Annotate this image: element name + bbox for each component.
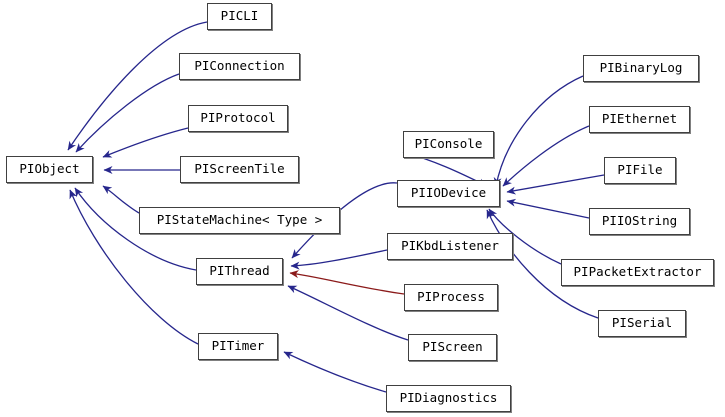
edge-pitimer-to-piobject <box>69 189 199 345</box>
class-node-label: PIKbdListener <box>401 238 499 254</box>
class-node-pidiagnostics[interactable]: PIDiagnostics <box>386 385 511 412</box>
class-node-picli[interactable]: PICLI <box>207 3 272 30</box>
edge-pidiagnostics-to-pitimer <box>283 351 387 393</box>
class-node-label: PIScreen <box>422 339 483 355</box>
edge-piserial-to-piiodevice <box>486 209 599 319</box>
class-node-pikbdlistener[interactable]: PIKbdListener <box>387 233 513 260</box>
edge-piiostring-to-piiodevice <box>506 198 590 219</box>
class-node-label: PIEthernet <box>601 111 678 127</box>
edge-piiodevice-to-pithread <box>291 182 398 259</box>
class-node-pipacketextractor[interactable]: PIPacketExtractor <box>561 259 714 286</box>
class-node-label: PIProtocol <box>200 110 276 126</box>
class-node-piscreen[interactable]: PIScreen <box>408 334 497 361</box>
class-node-label: PIObject <box>19 161 80 177</box>
edge-pibinarylog-to-piiodevice <box>493 75 584 187</box>
edge-piprocess-to-pithread <box>289 270 405 295</box>
edges-group <box>67 21 605 393</box>
class-node-piiodevice[interactable]: PIIODevice <box>397 180 500 207</box>
edge-piprotocol-to-piobject <box>102 127 189 158</box>
class-node-pistatemachine[interactable]: PIStateMachine< Type > <box>139 207 340 234</box>
edge-pikbdlistener-to-pithread <box>290 249 388 270</box>
class-node-pithread[interactable]: PIThread <box>196 258 283 285</box>
class-node-piprocess[interactable]: PIProcess <box>404 284 498 311</box>
class-node-label: PIDiagnostics <box>399 390 498 406</box>
edge-piethernet-to-piiodevice <box>502 125 590 187</box>
class-node-label: PITimer <box>211 338 265 354</box>
edge-pistatemachine-to-piobject <box>102 185 140 214</box>
class-node-piserial[interactable]: PISerial <box>598 310 686 337</box>
class-node-label: PIConnection <box>194 58 285 74</box>
class-node-piiostring[interactable]: PIIOString <box>589 208 690 235</box>
class-node-pifile[interactable]: PIFile <box>604 157 676 184</box>
class-node-piconnection[interactable]: PIConnection <box>179 53 300 80</box>
edge-piconnection-to-piobject <box>75 73 180 153</box>
class-node-label: PISerial <box>611 315 673 331</box>
class-node-label: PIIODevice <box>410 185 487 201</box>
class-node-piobject[interactable]: PIObject <box>6 156 93 183</box>
class-node-label: PIConsole <box>414 136 483 152</box>
class-node-label: PIProcess <box>417 289 485 305</box>
edge-pifile-to-piiodevice <box>506 174 605 195</box>
class-node-label: PIPacketExtractor <box>573 264 702 280</box>
class-node-label: PIBinaryLog <box>599 60 683 76</box>
edge-picli-to-piobject <box>67 21 208 151</box>
class-node-label: PIScreenTile <box>194 161 285 177</box>
class-node-piethernet[interactable]: PIEthernet <box>589 106 690 133</box>
class-node-pibinarylog[interactable]: PIBinaryLog <box>583 55 699 82</box>
class-node-piconsole[interactable]: PIConsole <box>403 131 494 158</box>
edge-piscreen-to-pithread <box>287 285 409 341</box>
class-node-piprotocol[interactable]: PIProtocol <box>188 105 288 132</box>
class-node-label: PIStateMachine< Type > <box>156 212 323 228</box>
class-node-label: PIIOString <box>601 213 678 229</box>
class-node-pitimer[interactable]: PITimer <box>198 333 278 360</box>
class-node-label: PIFile <box>617 162 663 178</box>
class-node-label: PIThread <box>209 263 270 279</box>
class-node-piscreentile[interactable]: PIScreenTile <box>180 156 299 183</box>
class-node-label: PICLI <box>220 8 259 24</box>
edge-pithread-to-piobject <box>74 187 197 271</box>
